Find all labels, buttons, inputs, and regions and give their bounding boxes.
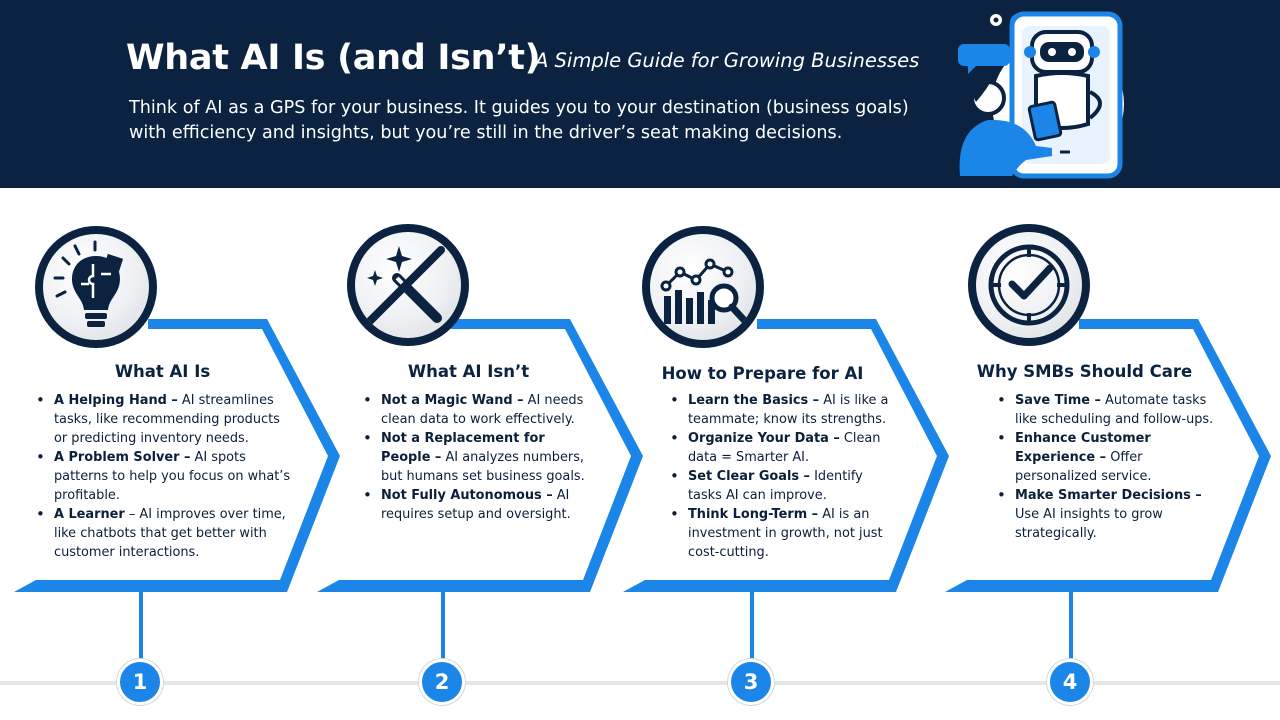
step-1-connector [139,592,143,662]
step-2-list: Not a Magic Wand – AI needs clean data t… [361,391,593,524]
step-3-icon-badge [642,226,764,348]
step-2-icon-badge [347,224,469,346]
step-4-number: 4 [1047,659,1093,705]
step-3-title: How to Prepare for AI [661,364,864,383]
step-1-list: A Helping Hand – AI streamlines tasks, l… [34,391,296,562]
step-4-list: Save Time – Automate tasks like scheduli… [995,391,1220,543]
lightbulb-puzzle-icon [53,240,124,327]
step-1-number: 1 [117,659,163,705]
chart-magnifier-icon [660,258,748,324]
clock-check-icon [988,244,1070,326]
list-item: A Learner – AI improves over time, like … [34,505,296,562]
list-item: Not a Replacement for People – AI analyz… [361,429,593,486]
step-2-number: 2 [419,659,465,705]
list-item: Save Time – Automate tasks like scheduli… [995,391,1220,429]
step-2-connector [441,592,445,662]
list-item: Enhance Customer Experience – Offer pers… [995,429,1220,486]
list-item: Make Smarter Decisions – Use AI insights… [995,486,1220,543]
list-item: A Problem Solver – AI spots patterns to … [34,448,296,505]
timeline-line [0,681,1280,685]
list-item: Think Long-Term – AI is an investment in… [668,505,892,562]
step-1-icon-badge [35,226,157,348]
list-item: Not a Magic Wand – AI needs clean data t… [361,391,593,429]
list-item: Not Fully Autonomous – AI requires setup… [361,486,593,524]
step-3-list: Learn the Basics – AI is like a teammate… [668,391,892,562]
step-1-title: What AI Is [114,362,211,381]
list-item: Set Clear Goals – Identify tasks AI can … [668,467,892,505]
robot-assistant-illustration-icon [958,11,1124,179]
list-item: A Helping Hand – AI streamlines tasks, l… [34,391,296,448]
list-item: Organize Your Data – Clean data = Smarte… [668,429,892,467]
list-item: Learn the Basics – AI is like a teammate… [668,391,892,429]
step-4-icon-badge [968,224,1090,346]
page-title: What AI Is (and Isn’t) [126,38,541,78]
step-3-number: 3 [728,659,774,705]
step-4-connector [1069,592,1073,662]
step-3-connector [750,592,754,662]
page-subtitle: A Simple Guide for Growing Businesses [535,49,920,72]
intro-text: Think of AI as a GPS for your business. … [129,98,909,143]
step-4-title: Why SMBs Should Care [976,362,1193,381]
header-banner: What AI Is (and Isn’t) A Simple Guide fo… [0,0,1280,188]
step-2-title: What AI Isn’t [407,362,530,381]
no-magic-wand-icon [365,246,445,326]
